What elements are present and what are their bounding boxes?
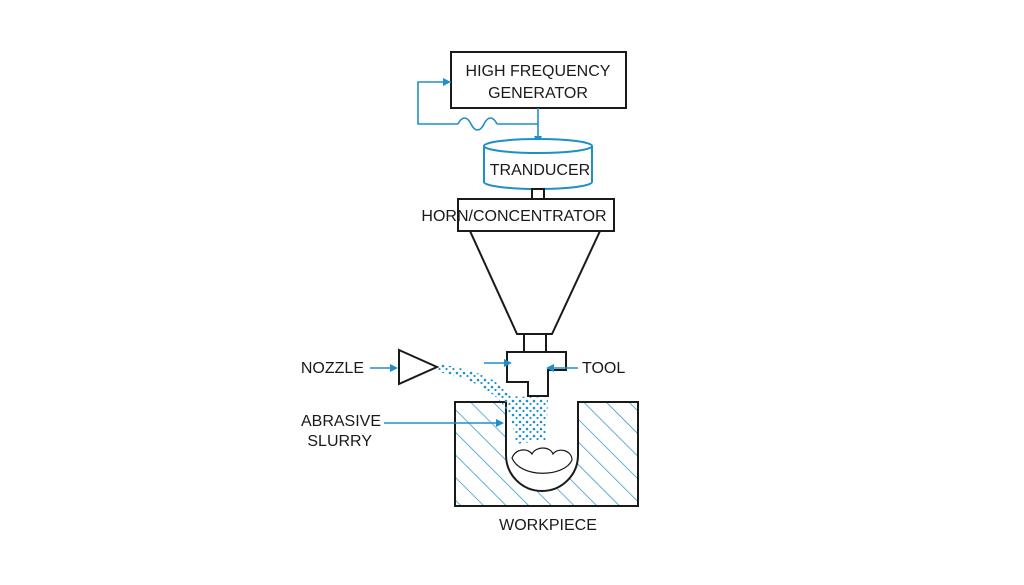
generator-box xyxy=(450,51,627,109)
tool-tip xyxy=(506,351,567,397)
nozzle-label: NOZZLE xyxy=(301,360,364,377)
transducer-label: TRANDUCER xyxy=(490,162,590,179)
abrasive-label-line1: ABRASIVE xyxy=(301,413,381,430)
generator-label-line2: GENERATOR xyxy=(488,85,588,102)
horn-cone xyxy=(468,230,602,335)
tool-label: TOOL xyxy=(582,360,625,377)
workpiece-label: WORKPIECE xyxy=(499,517,597,534)
nozzle-triangle xyxy=(398,348,440,386)
signal-feedback-loop xyxy=(417,78,542,144)
abrasive-pointer-arrow xyxy=(384,419,504,427)
transducer-stem xyxy=(531,188,545,200)
abrasive-slurry-stream xyxy=(437,364,548,444)
horn-label: HORN/CONCENTRATOR xyxy=(421,208,606,225)
nozzle-pointer-arrow xyxy=(370,364,398,372)
spray-direction-arrow xyxy=(484,359,512,367)
tool-pointer-arrow xyxy=(546,364,578,372)
tool-neck xyxy=(523,333,547,353)
workpiece-block xyxy=(454,401,639,507)
abrasive-label-line2: SLURRY xyxy=(307,433,372,450)
generator-label-line1: HIGH FREQUENCY xyxy=(466,63,611,80)
